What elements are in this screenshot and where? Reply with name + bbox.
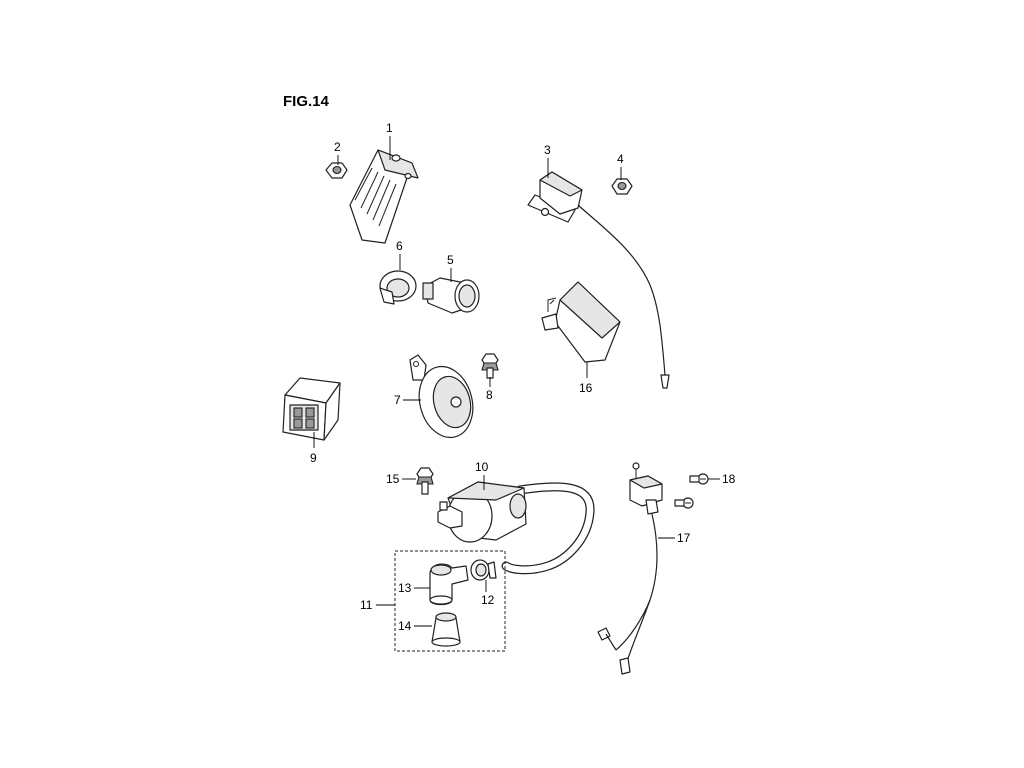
callout-11-label: 11 — [360, 598, 373, 612]
callout-13-label: 13 — [398, 581, 412, 595]
callout-15: 15 — [386, 472, 416, 486]
callout-3-label: 3 — [544, 143, 551, 157]
callout-15-label: 15 — [386, 472, 400, 486]
part-16-control-unit — [541, 281, 621, 363]
callout-4-label: 4 — [617, 152, 624, 166]
part-7-horn — [409, 354, 474, 439]
callout-14: 14 — [398, 619, 432, 633]
part-15-bolt — [416, 467, 434, 495]
part-3-sensor — [527, 171, 670, 389]
callout-11: 11 — [360, 598, 395, 612]
callout-9-label: 9 — [310, 451, 317, 465]
callout-5: 5 — [447, 253, 454, 282]
part-17-switch — [597, 462, 663, 675]
assembly-box — [394, 550, 506, 652]
part-14-boot — [431, 612, 461, 647]
part-1-regulator-rectifier — [349, 149, 419, 244]
part-4-nut — [611, 178, 633, 195]
part-8-bolt — [481, 353, 499, 379]
part-13-plug-cap — [429, 563, 469, 606]
callout-13: 13 — [398, 581, 430, 595]
callout-7-label: 7 — [394, 393, 401, 407]
callout-10: 10 — [475, 460, 489, 490]
callout-8-label: 8 — [486, 388, 493, 402]
callout-1-label: 1 — [386, 121, 393, 135]
callout-2-label: 2 — [334, 140, 341, 154]
callout-14-label: 14 — [398, 619, 412, 633]
callout-4: 4 — [617, 152, 624, 180]
callout-18: 18 — [708, 472, 736, 486]
callout-16-label: 16 — [579, 381, 593, 395]
callout-2: 2 — [334, 140, 341, 165]
callout-6-label: 6 — [396, 239, 403, 253]
part-6-clamp — [379, 270, 417, 305]
callout-16: 16 — [579, 362, 593, 395]
part-9-relay — [282, 377, 341, 441]
callout-5-label: 5 — [447, 253, 454, 267]
part-18-screw — [674, 473, 709, 509]
callout-17: 17 — [658, 531, 691, 545]
callout-17-label: 17 — [677, 531, 691, 545]
callout-1: 1 — [386, 121, 393, 160]
part-2-nut — [325, 162, 348, 179]
callout-7: 7 — [394, 393, 421, 407]
figure-title: FIG.14 — [283, 93, 330, 110]
callout-9: 9 — [310, 432, 317, 465]
part-12-ring — [470, 559, 497, 581]
callout-12: 12 — [481, 580, 495, 607]
callout-6: 6 — [396, 239, 403, 270]
callout-10-label: 10 — [475, 460, 489, 474]
callout-8: 8 — [486, 377, 493, 402]
callout-18-label: 18 — [722, 472, 736, 486]
part-5-connector — [422, 277, 480, 314]
part-10-ignition-coil — [437, 481, 595, 575]
callout-3: 3 — [544, 143, 551, 178]
part-11-plug-cap-assembly — [394, 550, 506, 652]
callout-12-label: 12 — [481, 593, 495, 607]
